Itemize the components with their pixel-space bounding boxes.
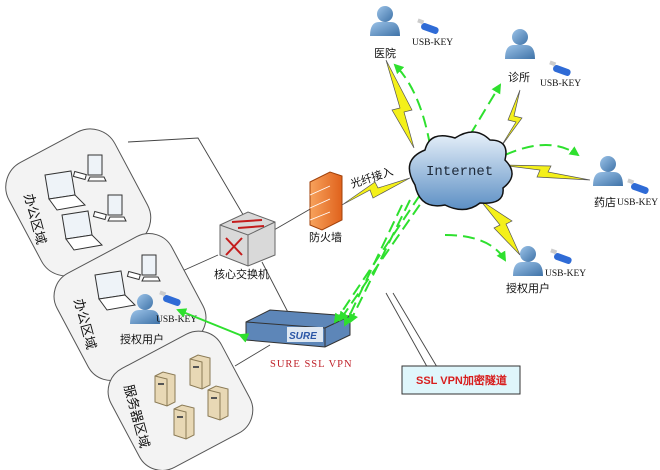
server-zone: 服务器区域 [107, 330, 254, 470]
office-zone-1: 办公区域 [5, 128, 152, 277]
usb-key-icon [549, 60, 572, 77]
callout-label: SSL VPN加密隧道 [416, 373, 507, 387]
ssl-vpn-tunnel-callout: SSL VPN加密隧道 [401, 365, 521, 395]
wire-office1-switch [127, 137, 246, 219]
usb-key-label: USB-KEY [412, 38, 453, 48]
wireless-links [341, 59, 591, 256]
firewall-icon [309, 171, 343, 231]
vpn-appliance-icon: SURE [245, 309, 351, 348]
user-icon [370, 6, 400, 36]
usb-key-label: USB-KEY [540, 79, 581, 89]
user-label: 授权用户 [506, 281, 550, 295]
usb-key-icon [417, 18, 440, 35]
remote-user-authorized: USB-KEY 授权用户 [506, 246, 586, 295]
tunnel-arrows [176, 63, 580, 343]
usb-key-icon [627, 178, 650, 195]
callout-pointer [392, 292, 441, 373]
internet-cloud-icon [408, 131, 513, 211]
wire-switch-firewall [273, 207, 313, 231]
user-icon [593, 156, 623, 186]
vpn-badge: SURE [289, 331, 317, 342]
usb-key-label: USB-KEY [545, 269, 586, 279]
remote-user-hospital: USB-KEY 医院 [370, 6, 453, 60]
user-label: 药店 [594, 195, 616, 209]
usb-key-label: USB-KEY [617, 198, 658, 208]
user-label: 医院 [374, 46, 396, 60]
user-label: 诊所 [508, 70, 530, 84]
core-switch-label: 核心交换机 [214, 267, 269, 281]
user-icon [505, 29, 535, 59]
remote-user-clinic: USB-KEY 诊所 [505, 29, 581, 89]
core-switch-icon [219, 211, 276, 267]
wire-servers-vpn [234, 344, 271, 367]
vpn-label: SURE SSL VPN [270, 359, 353, 370]
remote-user-pharmacy: USB-KEY 药店 [593, 156, 658, 209]
wire-office2-switch [179, 254, 219, 273]
internet-label: Internet [426, 164, 493, 180]
office-user-label: 授权用户 [120, 332, 164, 346]
office-user-usb-label: USB-KEY [156, 315, 197, 325]
usb-key-icon [550, 248, 573, 265]
firewall-label: 防火墙 [309, 230, 342, 244]
wires [127, 137, 441, 373]
